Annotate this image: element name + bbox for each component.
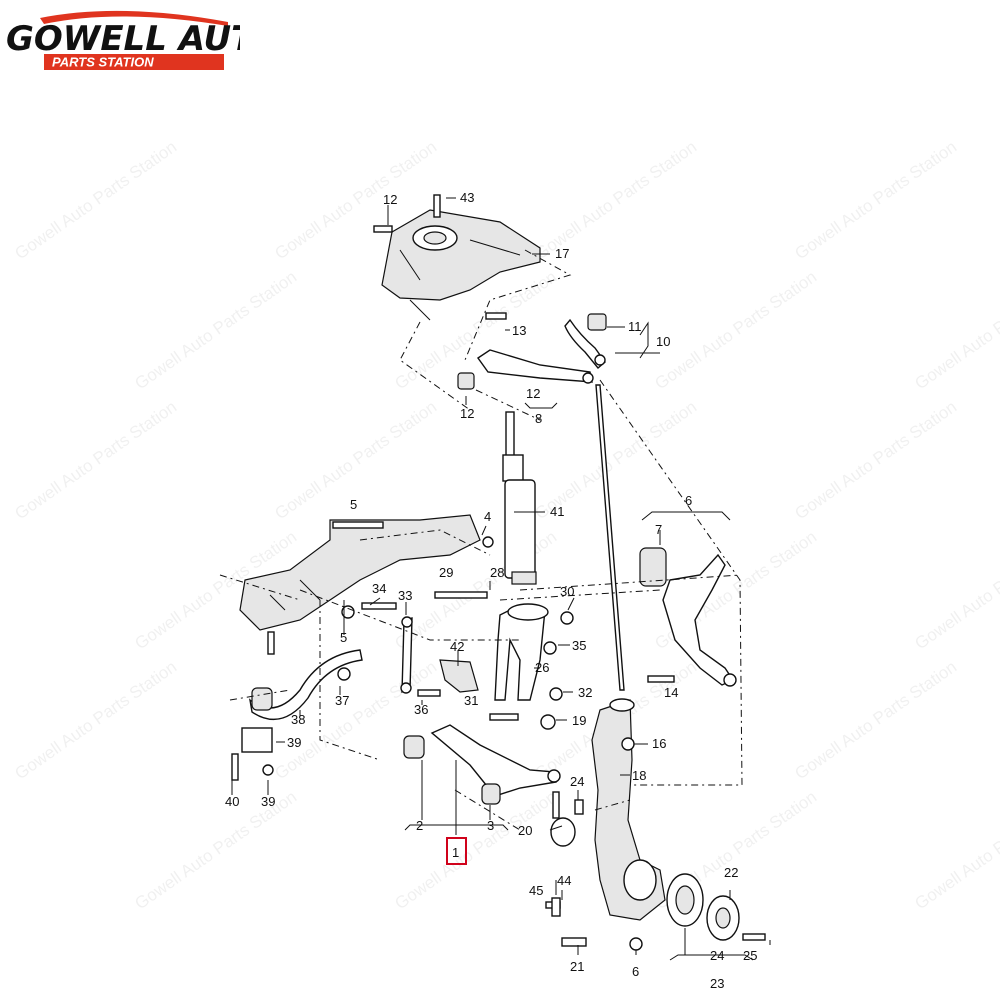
callout-30: 31 [464,693,478,708]
callout-12b: 12 [460,406,474,421]
callout-5a: 4 [484,509,491,524]
upper-control-arm-11 [564,313,607,369]
watermark-text: Gowell Auto Parts Station [11,397,180,523]
strut-fork [494,603,549,701]
callout-24b: 24 [710,948,724,963]
callout-8: 7 [655,522,662,537]
stabilizer-bar [249,649,363,721]
callout-11: 10 [656,334,670,349]
watermark-text: Gowell Auto Parts Station [791,137,960,263]
callout-31: 32 [578,685,592,700]
callout-37: 38 [291,712,305,727]
link-bracket [439,659,479,693]
callout-39: 39 [261,794,275,809]
callout-28: 29 [439,565,453,580]
watermark-text: Gowell Auto Parts Station [11,137,180,263]
highlighted-part-1[interactable]: 1 [446,837,467,865]
watermark-text: Gowell Auto Parts Station [911,527,1000,653]
callout-29: 30 [560,584,574,599]
callout-16: 16 [652,736,666,751]
wheel-bearing-housing [591,698,666,921]
callout-6b: 6 [632,964,639,979]
callout-10: 8 [535,411,542,426]
watermark-text: Gowell Auto Parts Station [911,267,1000,393]
callout-12c: 12 [526,386,540,401]
callout-23: 23 [710,976,724,991]
callout-19: 19 [572,713,586,728]
callout-13a: 12 [383,192,397,207]
callout-20: 20 [518,823,532,838]
lower-control-arm [403,724,561,805]
callout-leaders [231,197,771,961]
callout-41: 41 [550,504,564,519]
callout-12a: 11 [628,319,642,334]
callout-34: 35 [572,638,586,653]
callout-7: 6 [685,493,692,508]
gowell-auto-logo: GOWELL AUTO PARTS STATION [6,10,240,70]
watermark-text: Gowell Auto Parts Station [911,787,1000,913]
callout-25: 25 [743,948,757,963]
strut-top-mount [381,209,541,321]
shock-absorber [502,411,537,585]
callout-13b: 13 [512,323,526,338]
assembly-guide-lines [219,249,743,831]
callout-42: 42 [450,639,464,654]
callout-22: 22 [724,865,738,880]
callout-6a: 5 [350,497,357,512]
callout-44: 44 [557,873,571,888]
hardware-fasteners [231,194,766,951]
upper-control-arm-10 [457,349,594,390]
callout-38: 39 [287,735,301,750]
callout-1: 1 [452,845,459,860]
tie-rod [595,384,625,691]
callout-21: 21 [570,959,584,974]
callout-45: 45 [529,883,543,898]
callout-32: 33 [398,588,412,603]
watermark-text: Gowell Auto Parts Station [651,267,820,393]
callout-15: 14 [664,685,678,700]
watermark-text: Gowell Auto Parts Station [531,137,700,263]
callout-40: 40 [225,794,239,809]
callout-2: 2 [416,818,423,833]
callout-36: 37 [335,693,349,708]
callout-17: 17 [555,246,569,261]
callout-3: 3 [487,818,494,833]
callout-18: 18 [632,768,646,783]
callout-26: 26 [535,660,549,675]
ball-joint [550,791,576,847]
watermark-text: Gowell Auto Parts Station [131,267,300,393]
highlight-box [446,837,467,865]
logo-tagline: PARTS STATION [52,55,154,70]
wheel-hub-assembly [666,873,740,941]
callout-24a: 24 [570,774,584,789]
wishbone-arm [639,547,737,687]
watermark-text: Gowell Auto Parts Station [11,657,180,783]
watermark-text: Gowell Auto Parts Station [791,397,960,523]
callout-35: 36 [414,702,428,717]
callout-5b: 5 [340,630,347,645]
callout-43: 43 [460,190,474,205]
stabilizer-link [400,616,413,694]
part-callouts: 12 43 17 13 11 10 12 12 8 41 5 4 6 7 29 … [225,190,757,991]
logo-brand-name: GOWELL AUTO [6,19,240,59]
callout-27: 28 [490,565,504,580]
callout-33: 34 [372,581,386,596]
watermark-text: Gowell Auto Parts Station [791,657,960,783]
